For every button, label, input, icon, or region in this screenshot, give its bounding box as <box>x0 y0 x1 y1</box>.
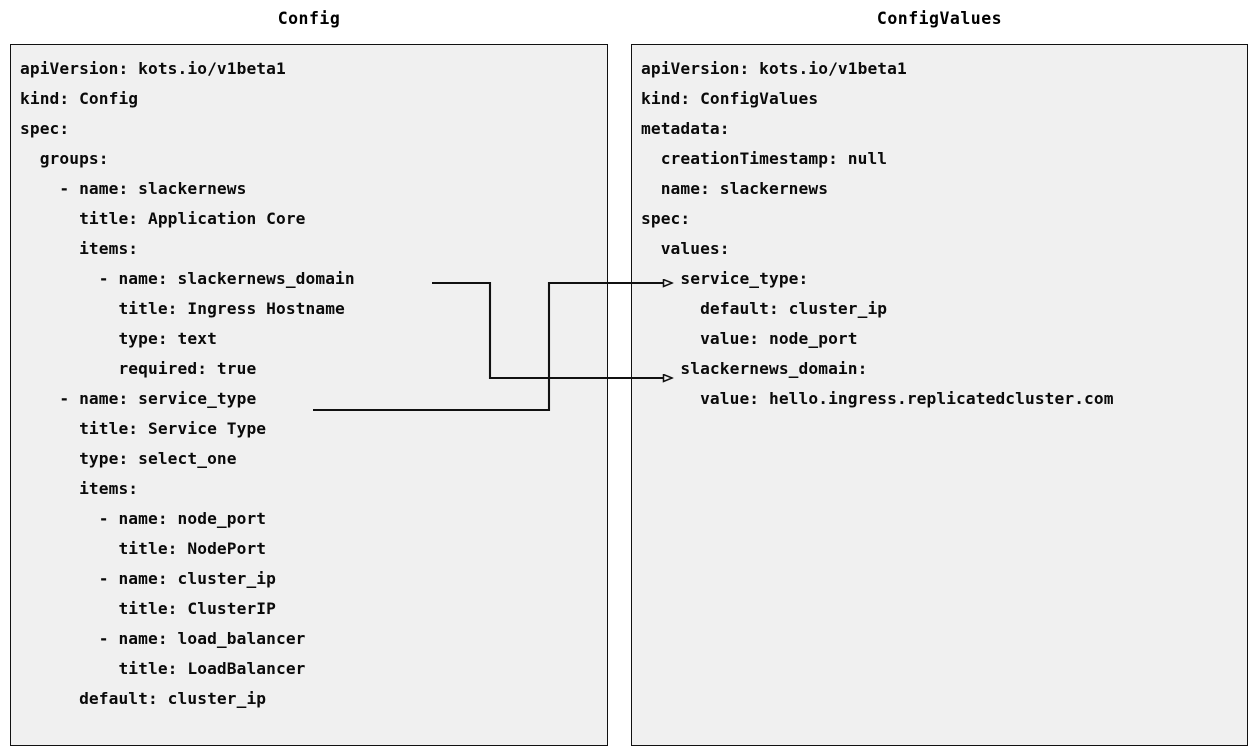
yaml-line: items: <box>20 479 139 498</box>
yaml-line: - name: load_balancer <box>20 629 306 648</box>
yaml-line: values: <box>641 239 730 258</box>
yaml-line: apiVersion: kots.io/v1beta1 <box>641 59 907 78</box>
yaml-line: title: LoadBalancer <box>20 659 306 678</box>
yaml-line: title: Service Type <box>20 419 267 438</box>
yaml-line: type: text <box>20 329 217 348</box>
yaml-line: items: <box>20 239 139 258</box>
configvalues-panel-title: ConfigValues <box>876 9 1003 28</box>
yaml-line: default: cluster_ip <box>20 689 267 708</box>
yaml-line: apiVersion: kots.io/v1beta1 <box>20 59 286 78</box>
yaml-line: value: hello.ingress.replicatedcluster.c… <box>641 389 1114 408</box>
config-panel-title: Config <box>277 9 341 28</box>
yaml-line: title: NodePort <box>20 539 267 558</box>
yaml-line: service_type: <box>641 269 809 288</box>
yaml-line: title: Application Core <box>20 209 306 228</box>
yaml-line: groups: <box>20 149 109 168</box>
yaml-line: title: ClusterIP <box>20 599 276 618</box>
configvalues-yaml-text: apiVersion: kots.io/v1beta1 kind: ConfigV… <box>641 54 1247 414</box>
yaml-line: - name: service_type <box>20 389 257 408</box>
yaml-line: - name: node_port <box>20 509 267 528</box>
yaml-line: metadata: <box>641 119 730 138</box>
yaml-line: slackernews_domain: <box>641 359 868 378</box>
yaml-line: creationTimestamp: null <box>641 149 888 168</box>
yaml-line: - name: cluster_ip <box>20 569 276 588</box>
yaml-line: value: node_port <box>641 329 858 348</box>
yaml-line: required: true <box>20 359 257 378</box>
yaml-line: - name: slackernews <box>20 179 247 198</box>
config-yaml-panel: apiVersion: kots.io/v1beta1 kind: Config s… <box>10 44 608 746</box>
yaml-line: default: cluster_ip <box>641 299 888 318</box>
yaml-line: kind: ConfigValues <box>641 89 819 108</box>
yaml-line: kind: Config <box>20 89 139 108</box>
yaml-line: type: select_one <box>20 449 237 468</box>
config-yaml-text: apiVersion: kots.io/v1beta1 kind: Config s… <box>20 54 607 714</box>
yaml-line: title: Ingress Hostname <box>20 299 345 318</box>
yaml-line: - name: slackernews_domain <box>20 269 355 288</box>
yaml-line: spec: <box>641 209 691 228</box>
yaml-line: spec: <box>20 119 70 138</box>
configvalues-yaml-panel: apiVersion: kots.io/v1beta1 kind: ConfigV… <box>631 44 1248 746</box>
yaml-line: name: slackernews <box>641 179 829 198</box>
